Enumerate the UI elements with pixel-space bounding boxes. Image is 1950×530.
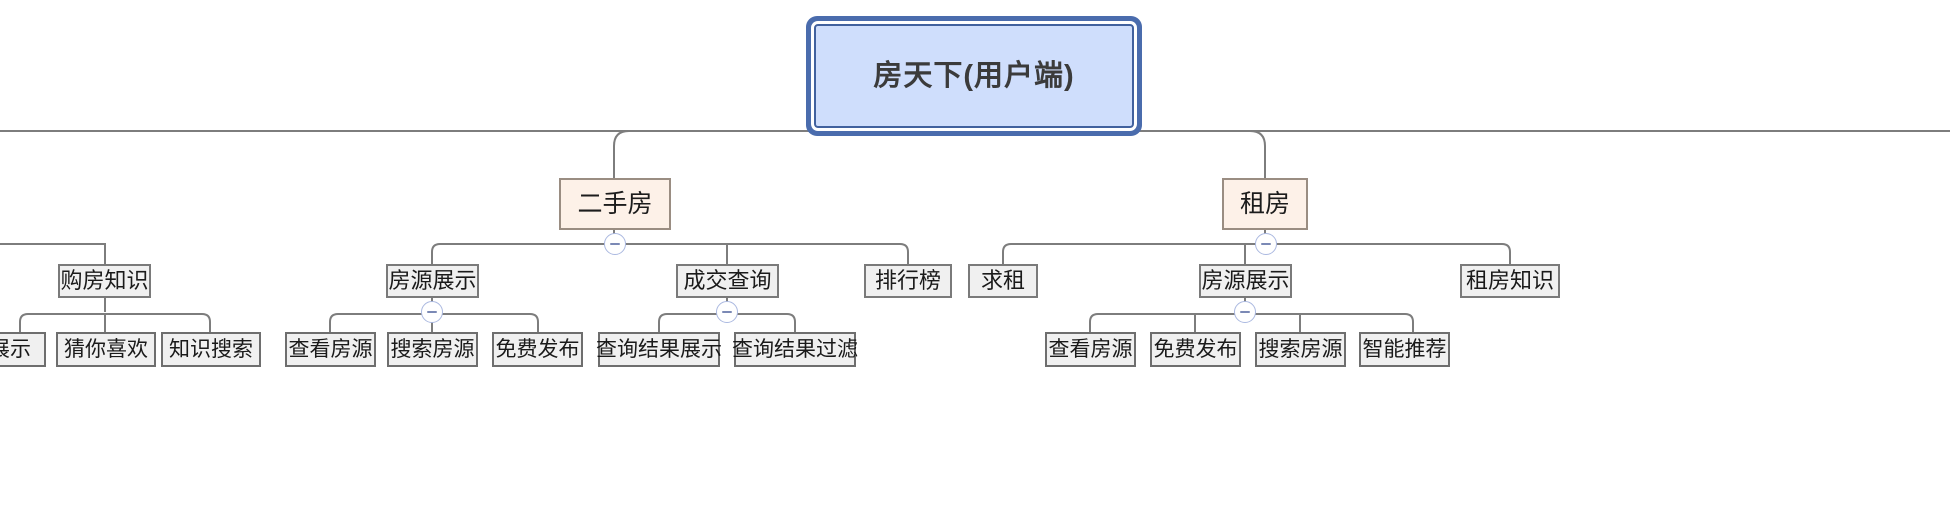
minus-circle-icon-esf-chengjiao-chaxun[interactable]: [716, 301, 738, 323]
node-zf-fangyuan-zhanshi[interactable]: 房源展示: [1199, 264, 1292, 298]
node-label: 展示: [0, 338, 31, 361]
minus-glyph: [722, 311, 732, 313]
link-rail-to-ershoufang: [613, 130, 630, 178]
branch-label: 租房: [1239, 189, 1290, 218]
node-gou-fang-zhishi[interactable]: 购房知识: [58, 264, 151, 298]
node-label: 智能推荐: [1362, 338, 1447, 361]
link-gfzs-rail: [19, 313, 211, 332]
minus-glyph: [427, 311, 437, 313]
leaf-esf-chaxun-jieguo-guolv[interactable]: 查询结果过滤: [732, 332, 858, 367]
leaf-ofs-zhishi-sousuo[interactable]: 知识搜索: [161, 332, 261, 367]
node-label: 猜你喜欢: [64, 338, 148, 361]
node-zf-zufang-zhishi[interactable]: 租房知识: [1460, 264, 1560, 298]
node-label: 搜索房源: [1258, 338, 1343, 361]
link-ershoufang-rail: [431, 243, 909, 264]
root-node-label: 房天下(用户端): [873, 59, 1075, 92]
node-esf-chengjiao-chaxun[interactable]: 成交查询: [676, 264, 779, 298]
leaf-esf-chaxun-jieguo-zhanshi[interactable]: 查询结果展示: [596, 332, 722, 367]
node-label: 知识搜索: [169, 338, 253, 361]
root-node[interactable]: 房天下(用户端): [814, 24, 1134, 128]
leaf-zf-mianfei-fabu[interactable]: 免费发布: [1150, 332, 1241, 367]
node-label: 排行榜: [874, 268, 941, 293]
leaf-zf-zhineng-tuijian[interactable]: 智能推荐: [1359, 332, 1450, 367]
node-zf-qiuzu[interactable]: 求租: [968, 264, 1038, 298]
branch-node-zufang[interactable]: 租房: [1222, 178, 1308, 230]
node-label: 查看房源: [288, 338, 373, 361]
node-label: 房源展示: [1201, 268, 1290, 293]
leaf-ofs-zhanshi[interactable]: 展示: [0, 332, 46, 367]
node-label: 免费发布: [495, 338, 580, 361]
leaf-zf-sousuo-fangyuan[interactable]: 搜索房源: [1255, 332, 1346, 367]
minus-circle-icon-zufang[interactable]: [1255, 233, 1277, 255]
leaf-esf-sousuo-fangyuan[interactable]: 搜索房源: [387, 332, 478, 367]
leaf-esf-chakan-fangyuan[interactable]: 查看房源: [285, 332, 376, 367]
link-rail-to-zufang: [1249, 130, 1266, 178]
minus-circle-icon-esf-fangyuan-zhanshi[interactable]: [421, 301, 443, 323]
node-label: 求租: [980, 268, 1025, 293]
leaf-ofs-cai-ni-xihuan[interactable]: 猜你喜欢: [56, 332, 156, 367]
branch-label: 二手房: [577, 189, 653, 218]
node-label: 免费发布: [1153, 338, 1238, 361]
minus-glyph: [1261, 243, 1271, 245]
leaf-zf-chakan-fangyuan[interactable]: 查看房源: [1045, 332, 1136, 367]
node-esf-paihangbang[interactable]: 排行榜: [864, 264, 952, 298]
minus-circle-icon-ershoufang[interactable]: [604, 233, 626, 255]
leaf-esf-mianfei-fabu[interactable]: 免费发布: [492, 332, 583, 367]
node-label: 查看房源: [1048, 338, 1133, 361]
minus-glyph: [610, 243, 620, 245]
node-label: 搜索房源: [390, 338, 475, 361]
branch-node-ershoufang[interactable]: 二手房: [559, 178, 671, 230]
link-offscreen-rail: [0, 243, 106, 264]
minus-circle-icon-zf-fangyuan-zhanshi[interactable]: [1234, 301, 1256, 323]
node-label: 房源展示: [388, 268, 477, 293]
node-label: 查询结果过滤: [732, 338, 858, 361]
node-label: 购房知识: [60, 268, 149, 293]
node-label: 查询结果展示: [596, 338, 722, 361]
node-label: 成交查询: [683, 268, 772, 293]
minus-glyph: [1240, 311, 1250, 313]
node-esf-fangyuan-zhanshi[interactable]: 房源展示: [386, 264, 479, 298]
node-label: 租房知识: [1465, 268, 1554, 293]
